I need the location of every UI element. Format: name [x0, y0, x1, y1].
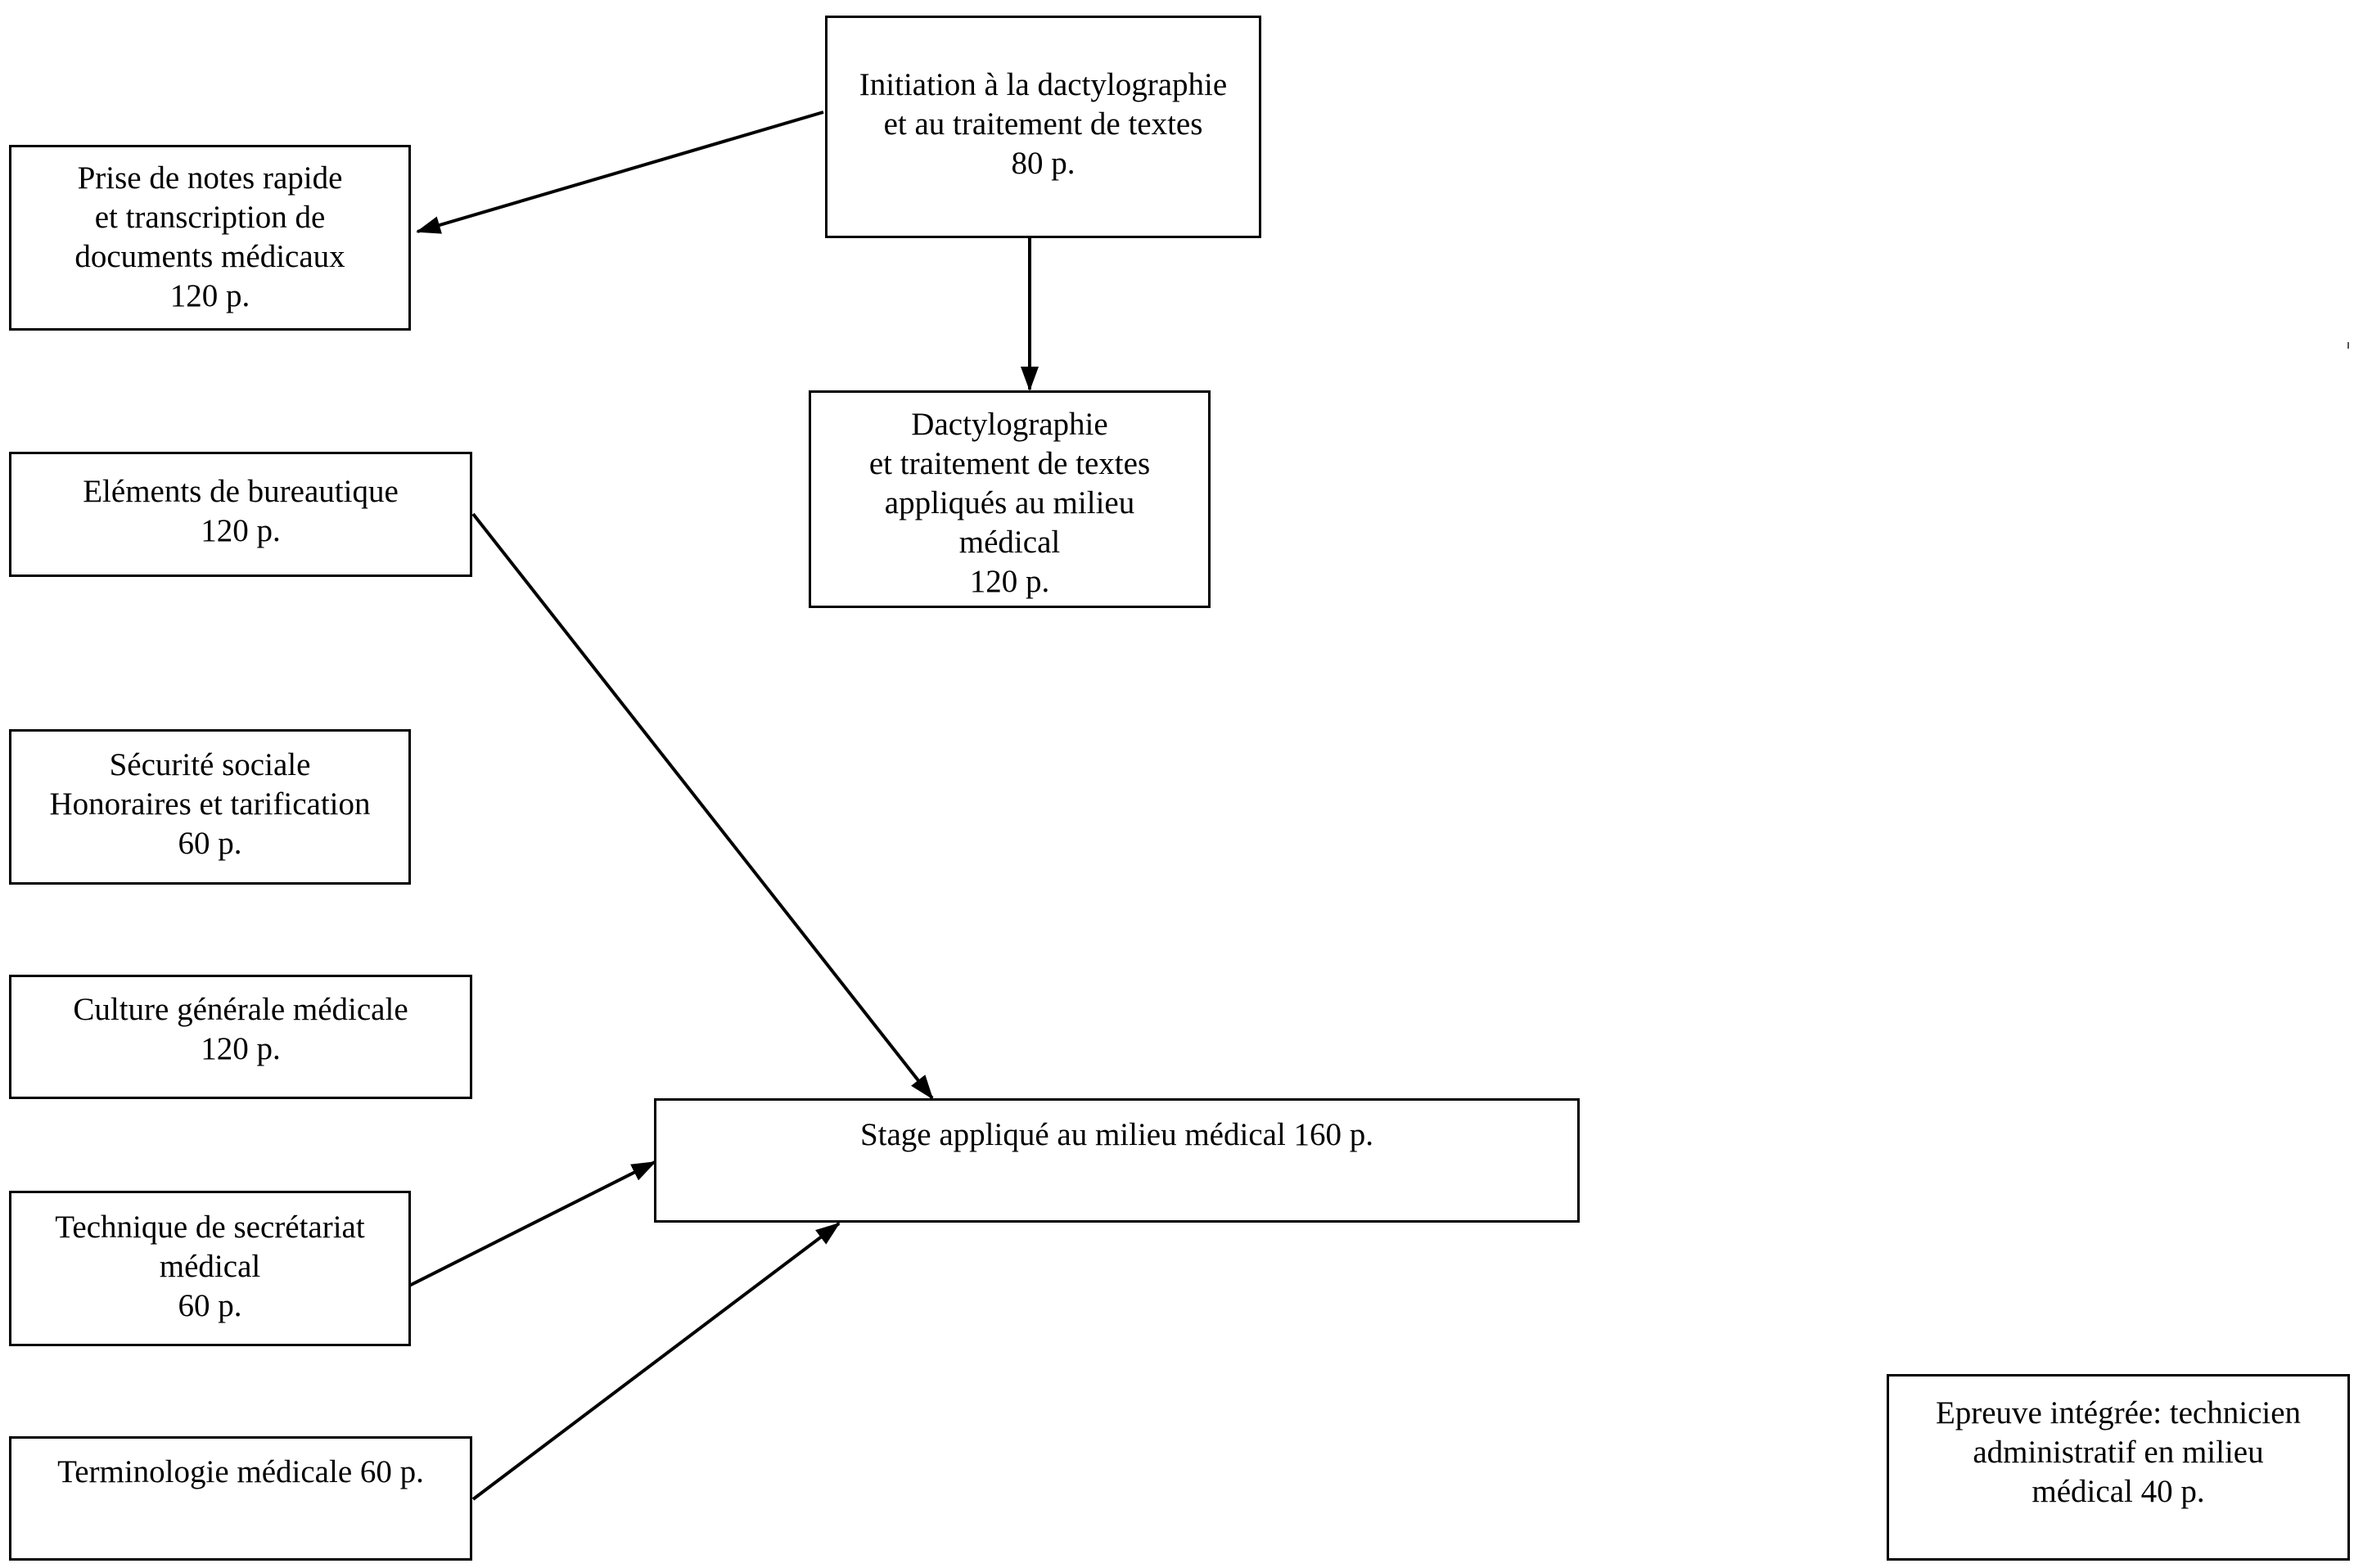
node-text-line: Stage appliqué au milieu médical 160 p.	[859, 1117, 1374, 1152]
node-text-line: Prise de notes rapide	[77, 160, 343, 196]
node-text-line: 120 p.	[169, 278, 250, 313]
node-culture-generale: Culture générale médicale 120 p.	[9, 975, 472, 1099]
node-stage: Stage appliqué au milieu médical 160 p.	[654, 1098, 1580, 1223]
arrow-initiation-to-prise-de-notes	[416, 110, 824, 234]
node-securite-sociale: Sécurité sociale Honoraires et tarificat…	[9, 729, 411, 885]
arrow-technique-secretariat-to-stage	[408, 1160, 656, 1287]
node-prise-de-notes: Prise de notes rapide et transcription d…	[9, 145, 411, 331]
node-text-line: administratif en milieu	[1973, 1435, 2264, 1470]
scan-artifact-mark	[2347, 342, 2349, 349]
node-text-line: Eléments de bureautique	[83, 474, 399, 509]
node-text-line: 120 p.	[969, 564, 1050, 599]
node-text-line: 120 p.	[201, 1031, 281, 1066]
node-text-line: et au traitement de textes	[883, 106, 1203, 142]
node-technique-secretariat: Technique de secrétariat médical 60 p.	[9, 1191, 411, 1346]
node-text-line: Culture générale médicale	[73, 992, 408, 1027]
node-text-line: Initiation à la dactylographie	[859, 67, 1228, 102]
node-text-line: médical 40 p.	[2032, 1474, 2205, 1509]
node-text-line: et traitement de textes	[868, 446, 1151, 481]
node-text-line: médical	[958, 525, 1061, 560]
node-text-line: appliqués au milieu	[884, 485, 1135, 520]
node-text-line: documents médicaux	[74, 239, 345, 274]
node-text-line: 60 p.	[178, 1288, 242, 1323]
node-text-line: Dactylographie	[911, 407, 1108, 442]
node-text-line: 120 p.	[201, 513, 281, 548]
node-terminologie-medicale: Terminologie médicale 60 p.	[9, 1436, 472, 1561]
node-text-line: Sécurité sociale	[109, 747, 311, 782]
node-elements-bureautique: Eléments de bureautique 120 p.	[9, 452, 472, 577]
node-text-line: Honoraires et tarification	[49, 786, 371, 822]
node-text-line: et transcription de	[94, 200, 326, 235]
node-text-line: Terminologie médicale 60 p.	[57, 1454, 424, 1489]
node-text-line: 60 p.	[178, 826, 242, 861]
arrow-terminologie-to-stage	[471, 1222, 841, 1501]
node-text-line: Technique de secrétariat	[55, 1210, 365, 1245]
node-text-line: Epreuve intégrée: technicien	[1935, 1395, 2302, 1431]
node-dactylographie-traitement: Dactylographie et traitement de textes a…	[809, 390, 1211, 608]
node-text-line: 80 p.	[1011, 146, 1076, 181]
node-text-line: médical	[159, 1249, 261, 1284]
node-initiation-dactylographie: Initiation à la dactylographie et au tra…	[825, 16, 1261, 238]
node-epreuve-integree: Epreuve intégrée: technicien administrat…	[1887, 1374, 2350, 1561]
